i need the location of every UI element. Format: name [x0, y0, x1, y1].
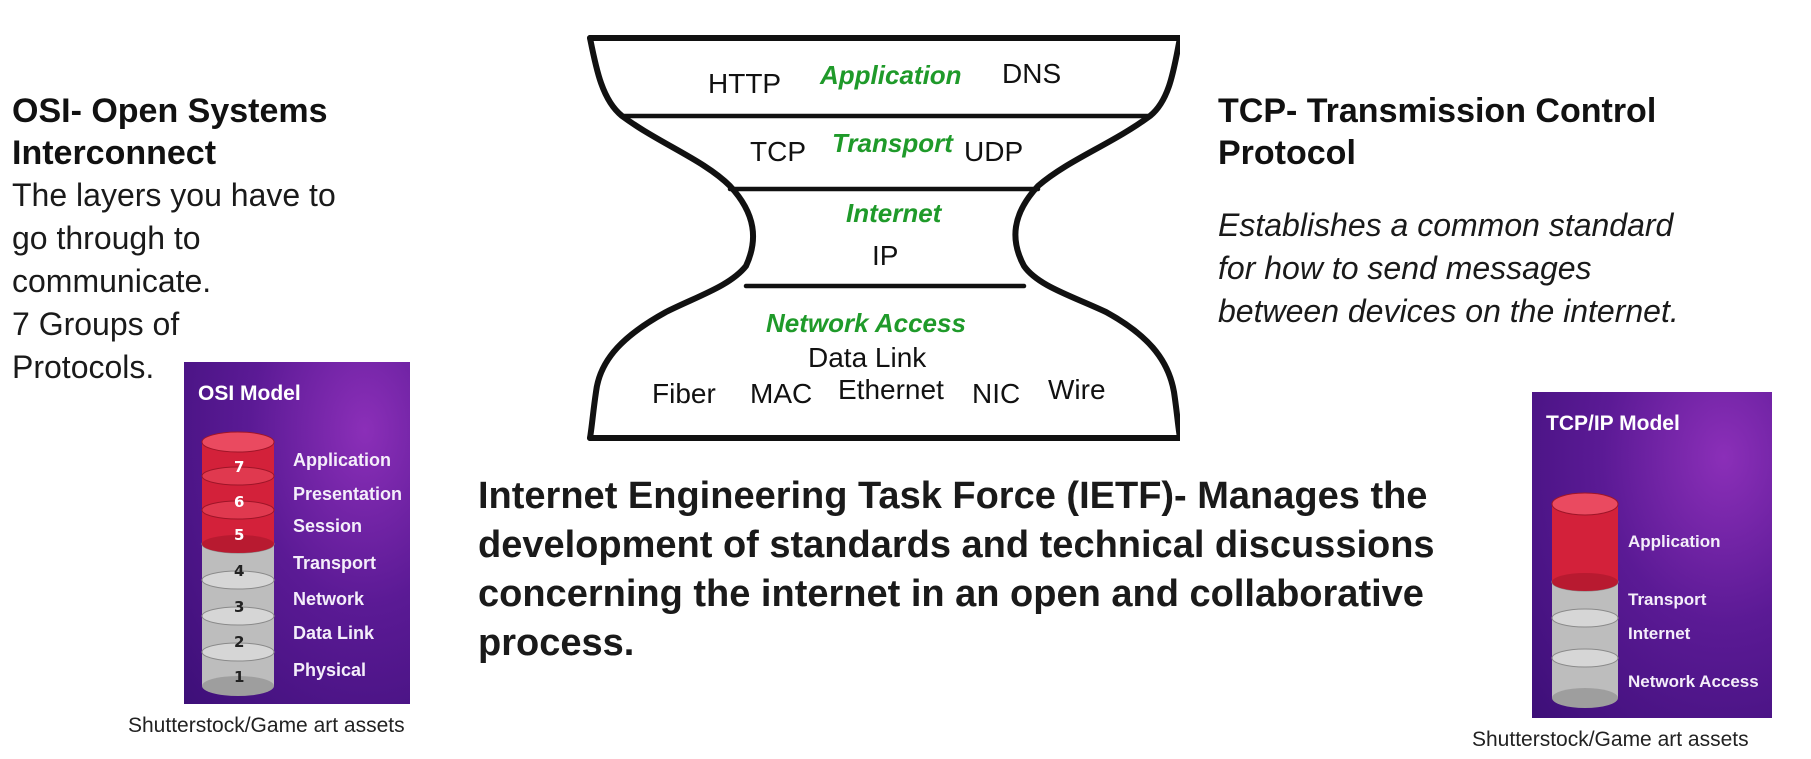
osi-layer-number: 6	[234, 493, 244, 511]
hourglass-outline	[587, 35, 1180, 441]
protocol-ip: IP	[872, 240, 899, 271]
osi-cylinder-red	[201, 431, 275, 553]
ietf-line: development of standards and technical d…	[478, 524, 1435, 566]
tcpip-cylinder-gray	[1551, 572, 1619, 708]
osi-image-credit: Shutterstock/Game art assets	[128, 714, 405, 737]
osi-description: OSI- Open Systems Interconnect The layer…	[12, 90, 432, 389]
tcp-desc-line: Establishes a common standard	[1218, 207, 1674, 243]
tcpip-model-title: TCP/IP Model	[1546, 412, 1680, 435]
protocol-wire: Wire	[1048, 374, 1106, 405]
osi-cylinder-gray	[201, 534, 275, 696]
osi-layer-number: 7	[234, 458, 244, 476]
osi-layer-number: 2	[234, 633, 244, 651]
osi-desc-line: go through to	[12, 220, 201, 256]
layer-transport: Transport	[832, 128, 953, 158]
osi-title-line1: OSI- Open Systems	[12, 92, 328, 130]
tcpip-layer-label: Transport	[1628, 590, 1707, 609]
osi-layer-numbers: 7 6 5 4 3 2 1	[234, 458, 244, 686]
tcpip-layer-label: Network Access	[1628, 672, 1759, 691]
osi-layer-label: Application	[293, 450, 391, 470]
tcpip-cylinder-red	[1551, 492, 1619, 591]
osi-layer-label: Presentation	[293, 484, 403, 504]
protocol-ethernet: Ethernet	[838, 374, 944, 405]
protocol-mac: MAC	[750, 378, 813, 409]
protocol-tcp: TCP	[750, 136, 806, 167]
tcp-title-line1: TCP- Transmission Control	[1218, 92, 1657, 130]
tcp-title: TCP- Transmission Control Protocol	[1218, 90, 1778, 174]
ietf-line: process.	[478, 622, 635, 664]
tcpip-layer-label: Application	[1628, 532, 1721, 551]
osi-title-line2: Interconnect	[12, 134, 217, 172]
osi-layer-label: Transport	[293, 553, 377, 573]
tcp-title-line2: Protocol	[1218, 134, 1356, 172]
osi-layer-label: Physical	[293, 660, 367, 680]
osi-model-title: OSI Model	[198, 382, 301, 405]
osi-desc-line: The layers you have to	[12, 177, 336, 213]
osi-layer-number: 4	[234, 562, 244, 580]
tcpip-hourglass-diagram: HTTP Application DNS TCP Transport UDP I…	[580, 28, 1180, 448]
osi-layer-number: 3	[234, 598, 244, 616]
osi-layer-label: Network	[293, 589, 365, 609]
osi-desc-line: Protocols.	[12, 349, 155, 385]
protocol-nic: NIC	[972, 378, 1021, 409]
protocol-data-link: Data Link	[808, 342, 927, 373]
protocol-dns: DNS	[1002, 58, 1062, 89]
tcp-desc-line: for how to send messages	[1218, 250, 1592, 286]
layer-network-access: Network Access	[766, 308, 966, 338]
osi-title: OSI- Open Systems Interconnect	[12, 90, 432, 174]
osi-layer-label: Session	[293, 516, 363, 536]
osi-model-image: OSI Model 7 6 5 4 3 2 1 Applicati	[184, 362, 410, 704]
layer-internet: Internet	[846, 198, 942, 228]
tcp-desc-line: between devices on the internet.	[1218, 293, 1679, 329]
protocol-udp: UDP	[964, 136, 1024, 167]
osi-cylinder-stack: 7 6 5 4 3 2 1	[201, 431, 275, 696]
osi-layer-number: 5	[234, 526, 244, 544]
protocol-http: HTTP	[708, 68, 782, 99]
tcpip-model-image: TCP/IP Model Application Transport Inter…	[1532, 392, 1772, 718]
osi-layer-number: 1	[234, 668, 244, 686]
layer-application: Application	[820, 60, 962, 90]
tcpip-layer-label: Internet	[1628, 624, 1691, 643]
osi-layer-label: Data Link	[293, 623, 375, 643]
tcpip-cylinder-stack	[1551, 492, 1619, 708]
tcp-description: TCP- Transmission Control Protocol Estab…	[1218, 90, 1778, 333]
tcp-desc: Establishes a common standard for how to…	[1218, 204, 1778, 333]
protocol-fiber: Fiber	[652, 378, 716, 409]
ietf-line: concerning the internet in an open and c…	[478, 573, 1424, 615]
osi-desc-line: communicate.	[12, 263, 212, 299]
osi-desc-line: 7 Groups of	[12, 306, 180, 342]
tcpip-image-credit: Shutterstock/Game art assets	[1472, 728, 1749, 751]
ietf-paragraph: Internet Engineering Task Force (IETF)- …	[478, 472, 1518, 668]
ietf-line: Internet Engineering Task Force (IETF)- …	[478, 475, 1428, 517]
